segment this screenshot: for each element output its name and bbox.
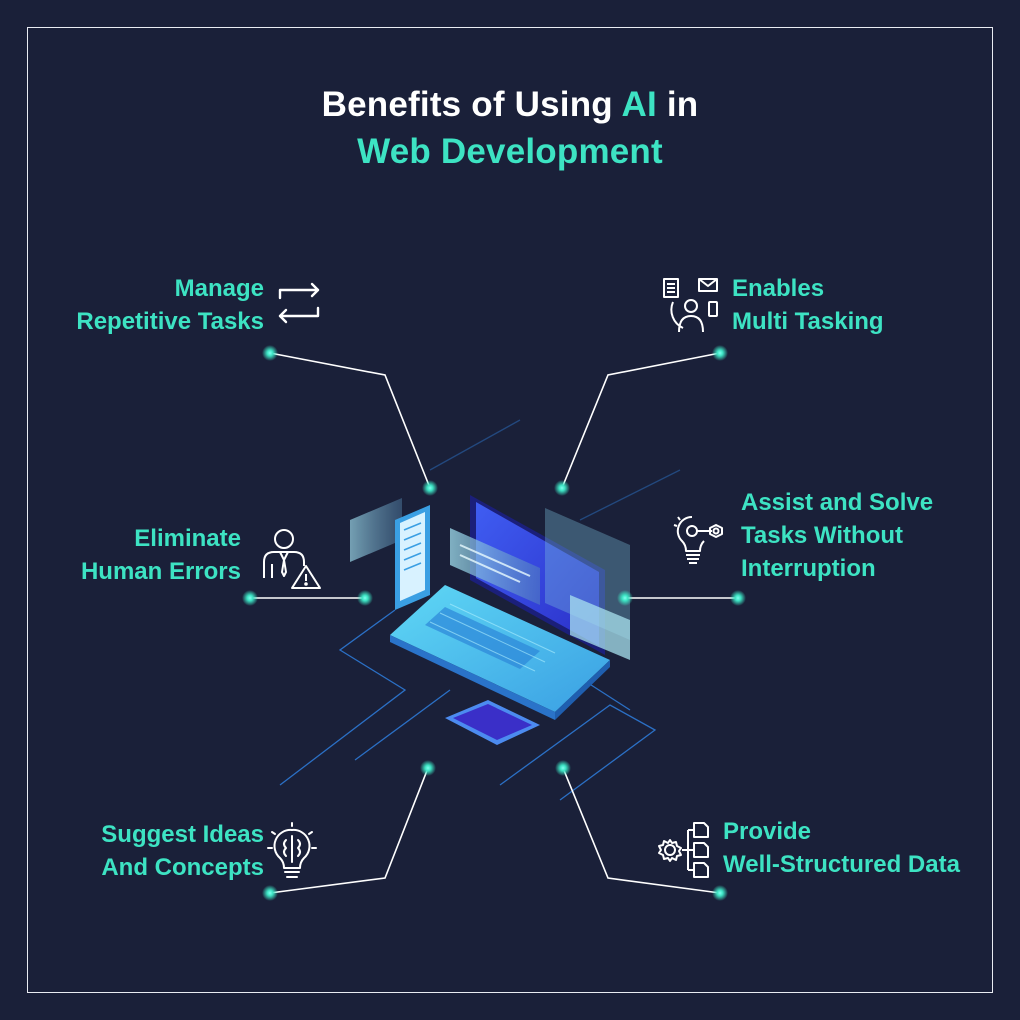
title-suffix: in: [656, 85, 699, 124]
title-prefix: Benefits of Using: [321, 85, 622, 124]
multitasking-person-icon: [663, 278, 718, 333]
benefit-line: Provide: [723, 818, 812, 845]
benefit-line: Well-Structured Data: [723, 851, 960, 878]
structured-data-icon: [658, 822, 709, 878]
benefit-suggest-ideas-and-concepts: Suggest Ideas And Concepts: [101, 818, 264, 884]
benefit-line: Repetitive Tasks: [76, 308, 264, 335]
benefit-line: Tasks Without: [741, 522, 904, 549]
benefit-line: Multi Tasking: [732, 308, 884, 335]
connector-dots: [242, 345, 746, 901]
brain-lightbulb-icon: [267, 822, 317, 878]
border-frame: [27, 27, 993, 993]
page-title-line2: Web Development: [357, 132, 663, 171]
benefit-line: Interruption: [741, 555, 876, 582]
benefit-line: Human Errors: [80, 558, 241, 585]
benefit-line: Suggest Ideas: [101, 821, 264, 848]
page-title-line1: Benefits of Using AI in: [0, 80, 1020, 130]
benefit-line: Eliminate: [134, 525, 241, 552]
benefit-assist-and-solve-tasks: Assist and Solve Tasks Without Interrupt…: [741, 486, 933, 585]
title-accent: AI: [621, 85, 657, 124]
benefit-enables-multi-tasking: Enables Multi Tasking: [732, 272, 884, 338]
benefit-manage-repetitive-tasks: Manage Repetitive Tasks: [76, 272, 264, 338]
benefit-line: And Concepts: [101, 854, 264, 881]
person-warning-icon: [263, 529, 321, 589]
benefit-eliminate-human-errors: Eliminate Human Errors: [81, 522, 241, 588]
lightbulb-key-icon: [673, 515, 723, 564]
benefit-provide-well-structured-data: Provide Well-Structured Data: [723, 815, 960, 881]
benefit-line: Assist and Solve: [741, 489, 934, 516]
benefit-line: Enables: [732, 275, 825, 302]
benefit-line: Manage: [174, 275, 264, 302]
repeat-arrows-icon: [278, 282, 320, 324]
